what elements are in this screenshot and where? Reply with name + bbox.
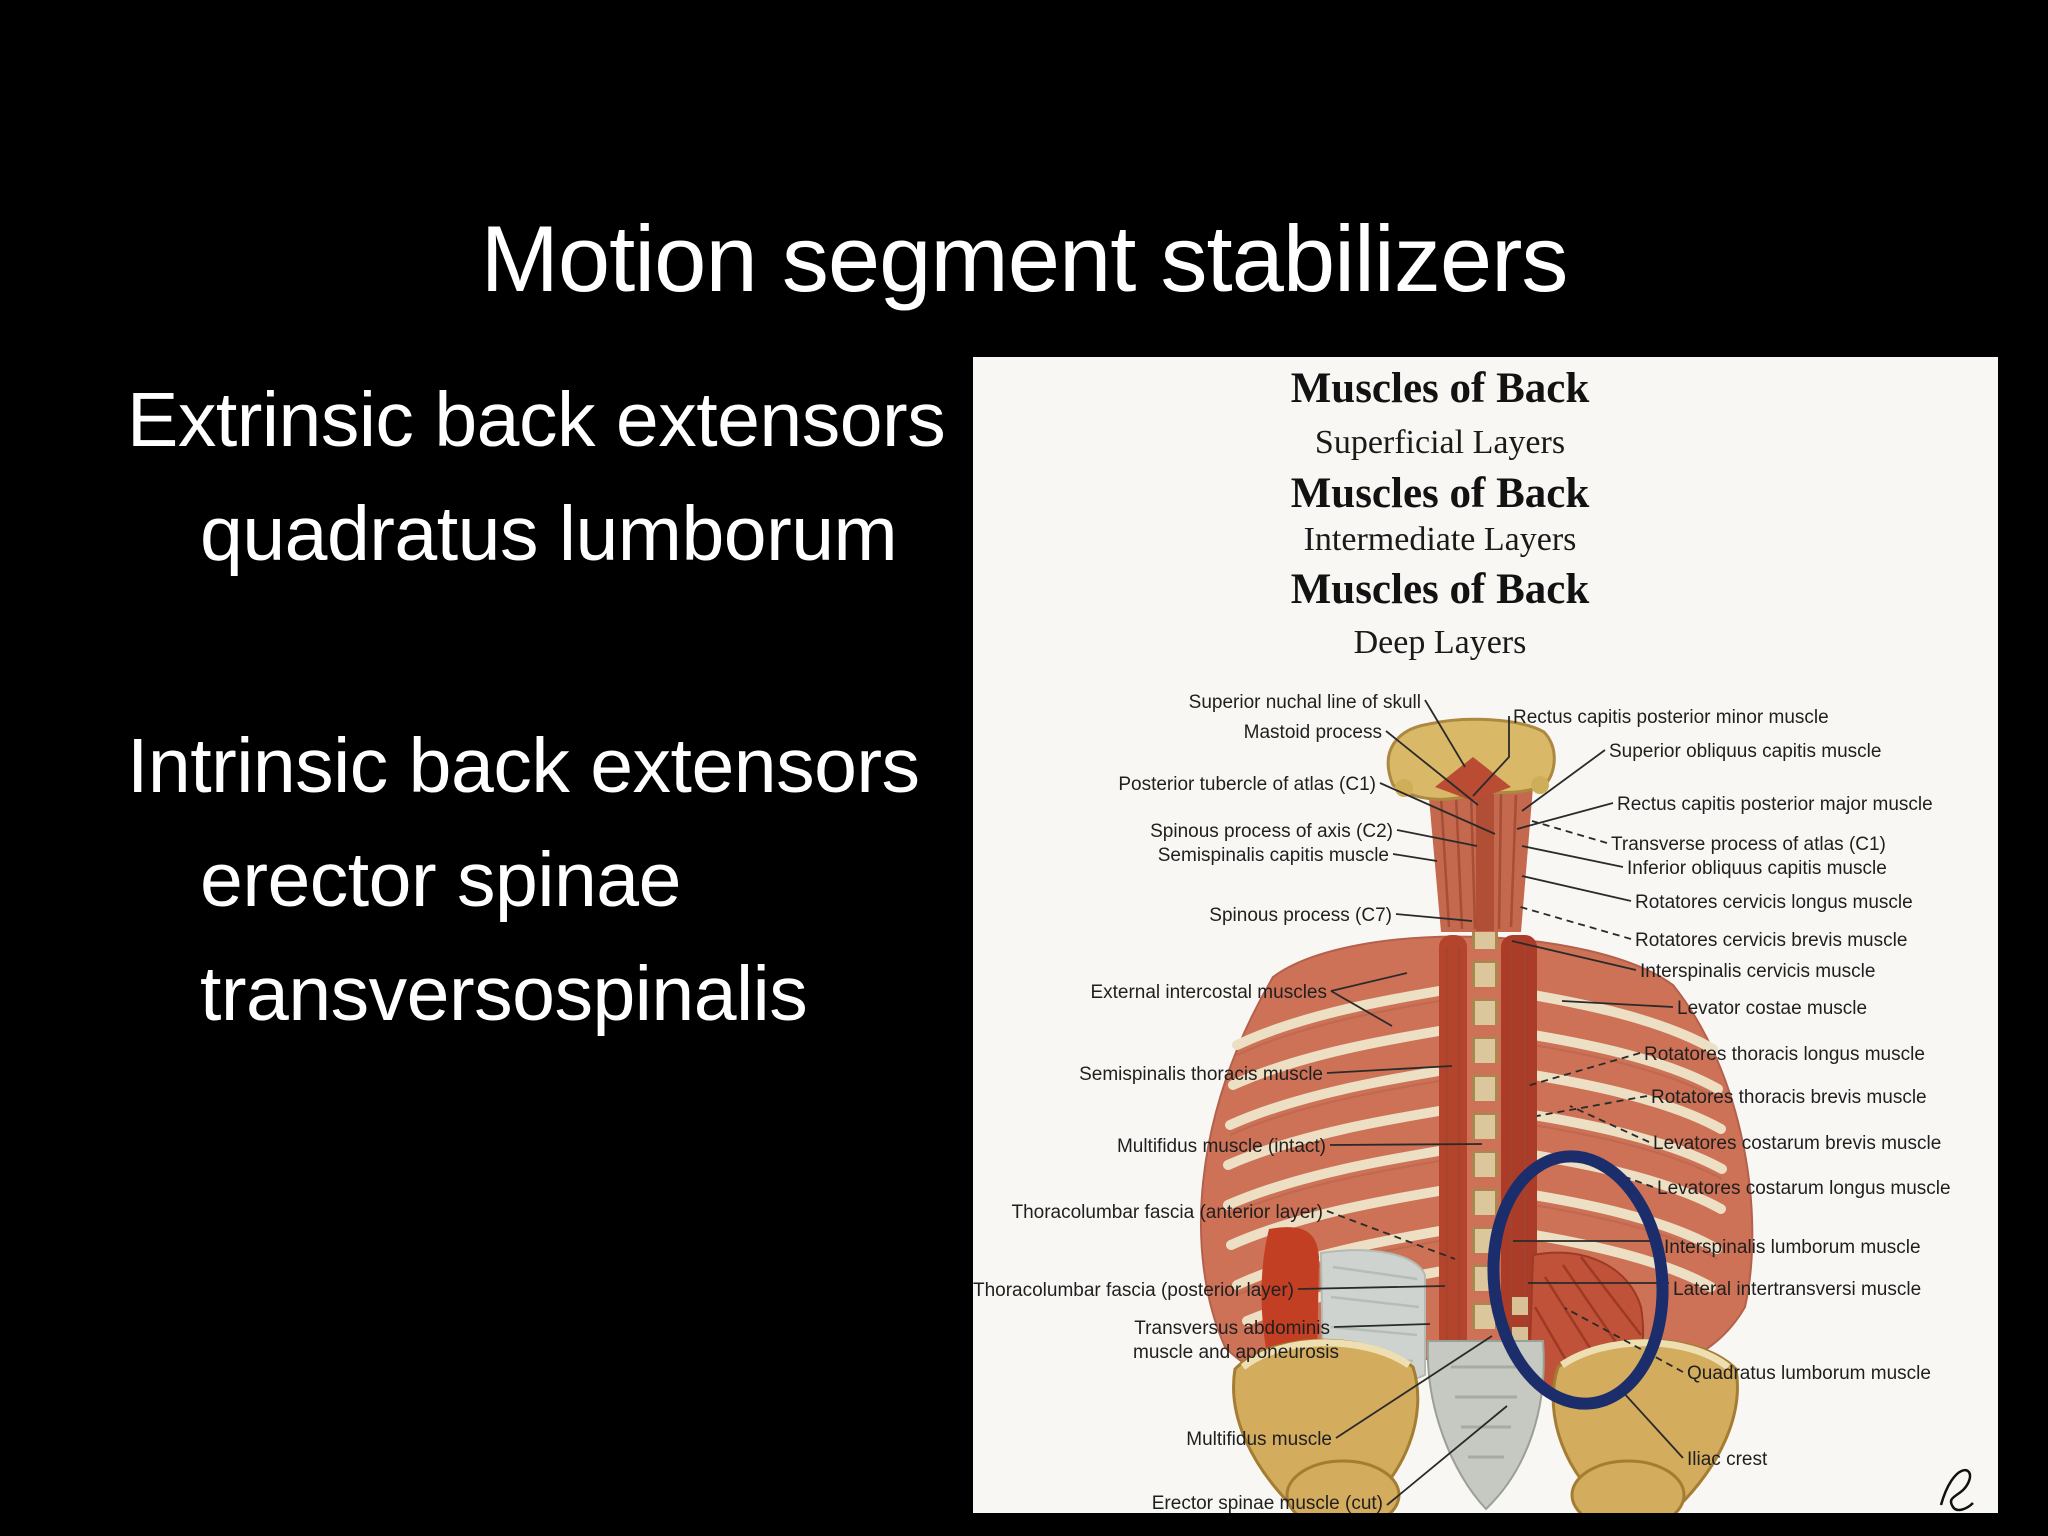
back-anatomy-illustration [1199, 717, 1754, 1513]
erector-spinae-column-left [1439, 935, 1467, 1359]
label-spinous-process-c7: Spinous process (C7) [1209, 905, 1392, 926]
label-levatores-costarum-brevis: Levatores costarum brevis muscle [1653, 1133, 1941, 1154]
labels-left: Superior nuchal line of skull Mastoid pr… [973, 692, 1421, 1513]
slide-title: Motion segment stabilizers [480, 205, 1569, 311]
label-interspinalis-cervicis: Interspinalis cervicis muscle [1640, 961, 1875, 982]
label-interspinalis-lumborum: Interspinalis lumborum muscle [1664, 1237, 1921, 1258]
right-ribs [1516, 988, 1727, 1292]
suboccipital-muscles [1435, 757, 1511, 801]
bullet-extrinsic: Extrinsic back extensors [127, 377, 946, 463]
label-levatores-costarum-longus: Levatores costarum longus muscle [1657, 1178, 1951, 1199]
muscles-of-back-figure-panel: Muscles of Back Superficial Layers Muscl… [973, 357, 1998, 1513]
bullet-quadratus: quadratus lumborum [200, 491, 898, 577]
iliac-crest-highlight-right [1560, 1339, 1731, 1370]
label-inferior-obliquus-capitis: Inferior obliquus capitis muscle [1627, 858, 1887, 879]
bullet-erector: erector spinae [200, 837, 681, 923]
highlight-ellipse [1487, 1150, 1669, 1410]
anatomy-figure: Muscles of Back Superficial Layers Muscl… [973, 365, 1974, 1513]
label-lateral-intertransversi: Lateral intertransversi muscle [1673, 1279, 1921, 1300]
figure-heading-line: Superficial Layers [1315, 424, 1565, 461]
sacrum-texture [1451, 1365, 1521, 1459]
label-rotatores-cervicis-brevis: Rotatores cervicis brevis muscle [1635, 930, 1907, 951]
iliac-crest-highlight-left [1240, 1339, 1411, 1370]
label-iliac-crest: Iliac crest [1687, 1449, 1768, 1470]
bullet-transversospinalis: transversospinalis [200, 951, 808, 1037]
label-semispinalis-thoracis: Semispinalis thoracis muscle [1079, 1064, 1323, 1085]
label-rotatores-thoracis-brevis: Rotatores thoracis brevis muscle [1651, 1087, 1927, 1108]
label-thoracolumbar-anterior: Thoracolumbar fascia (anterior layer) [1011, 1202, 1323, 1223]
label-mastoid-process: Mastoid process [1244, 722, 1382, 743]
label-rotatores-thoracis-longus: Rotatores thoracis longus muscle [1644, 1044, 1925, 1065]
neck-deep-band [1476, 789, 1494, 931]
labels-right: Rectus capitis posterior minor muscle Su… [1513, 707, 1951, 1470]
label-superior-obliquus-capitis: Superior obliquus capitis muscle [1609, 741, 1881, 762]
artist-signature-mark [1939, 1468, 1974, 1512]
fascia-texture [1330, 1265, 1420, 1363]
figure-heading-line: Muscles of Back [1291, 365, 1590, 412]
label-multifidus-muscle: Multifidus muscle [1186, 1429, 1332, 1450]
label-semispinalis-capitis: Semispinalis capitis muscle [1158, 845, 1389, 866]
label-quadratus-lumborum: Quadratus lumborum muscle [1687, 1363, 1931, 1384]
label-rotatores-cervicis-longus: Rotatores cervicis longus muscle [1635, 892, 1913, 913]
label-multifidus-intact: Multifidus muscle (intact) [1117, 1136, 1326, 1157]
figure-heading-line: Muscles of Back [1291, 566, 1590, 613]
erector-spinae-lumbar-band [1261, 1227, 1319, 1377]
label-transversus-abdominis-line1: Transversus abdominis [1134, 1318, 1330, 1339]
leader-lines [1297, 699, 1684, 1506]
label-external-intercostal: External intercostal muscles [1090, 982, 1327, 1003]
label-superior-nuchal-line: Superior nuchal line of skull [1189, 692, 1421, 713]
hip-bone-right [1570, 1459, 1686, 1513]
figure-heading-line: Deep Layers [1354, 624, 1527, 661]
bullet-intrinsic: Intrinsic back extensors [127, 723, 920, 809]
label-thoracolumbar-posterior: Thoracolumbar fascia (posterior layer) [973, 1280, 1294, 1301]
label-levator-costae: Levator costae muscle [1677, 998, 1867, 1019]
label-posterior-tubercle-atlas: Posterior tubercle of atlas (C1) [1118, 774, 1376, 795]
label-spinous-process-axis: Spinous process of axis (C2) [1150, 821, 1393, 842]
label-erector-spinae-cut: Erector spinae muscle (cut) [1152, 1493, 1383, 1513]
label-rectus-capitis-minor: Rectus capitis posterior minor muscle [1513, 707, 1829, 728]
mastoid-process-right [1531, 776, 1549, 794]
label-rectus-capitis-major: Rectus capitis posterior major muscle [1617, 794, 1933, 815]
label-transverse-process-atlas: Transverse process of atlas (C1) [1611, 834, 1886, 855]
label-transversus-abdominis-line2: muscle and aponeurosis [1133, 1342, 1339, 1363]
figure-heading-line: Muscles of Back [1291, 470, 1590, 517]
figure-heading-line: Intermediate Layers [1304, 521, 1577, 558]
figure-heading: Muscles of Back Superficial Layers Muscl… [1291, 365, 1590, 661]
